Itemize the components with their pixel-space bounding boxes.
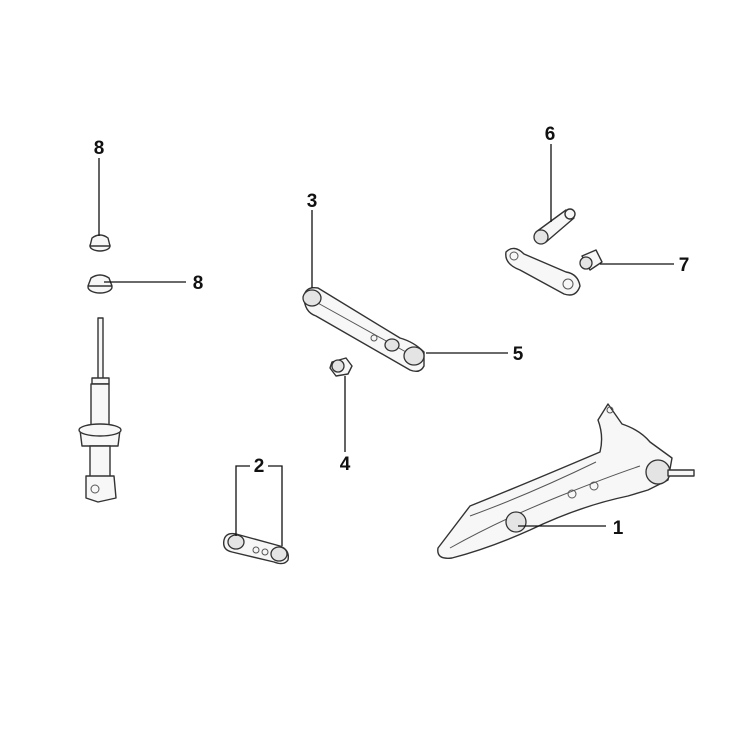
part-1-trailing-arm: [437, 403, 695, 559]
callout-5: 5: [513, 344, 524, 365]
leader-2: [235, 465, 250, 536]
callout-3: 3: [307, 191, 318, 212]
compensator-arm: [505, 247, 581, 296]
leader-lines: [98, 144, 674, 546]
callout-6: 6: [545, 124, 556, 145]
callout-labels: 8 8 3 5 4 6 7 2 1: [94, 124, 690, 539]
part-3-upper-control-arm: [302, 286, 425, 373]
leader-2b: [268, 465, 283, 546]
part-7-bushing: [579, 249, 603, 271]
callout-7: 7: [679, 255, 690, 276]
part-8-lower-mount: [87, 274, 113, 294]
callout-4: 4: [340, 454, 351, 475]
part-8-upper-cap: [89, 234, 111, 252]
shock-absorber: [78, 317, 122, 503]
callout-8-lower: 8: [193, 273, 204, 294]
part-4-bushing: [329, 357, 353, 377]
part-2-lower-link: [222, 532, 290, 565]
callout-2: 2: [254, 456, 265, 477]
callout-8-upper: 8: [94, 138, 105, 159]
part-6-bushing: [533, 208, 576, 245]
callout-1: 1: [613, 518, 624, 539]
